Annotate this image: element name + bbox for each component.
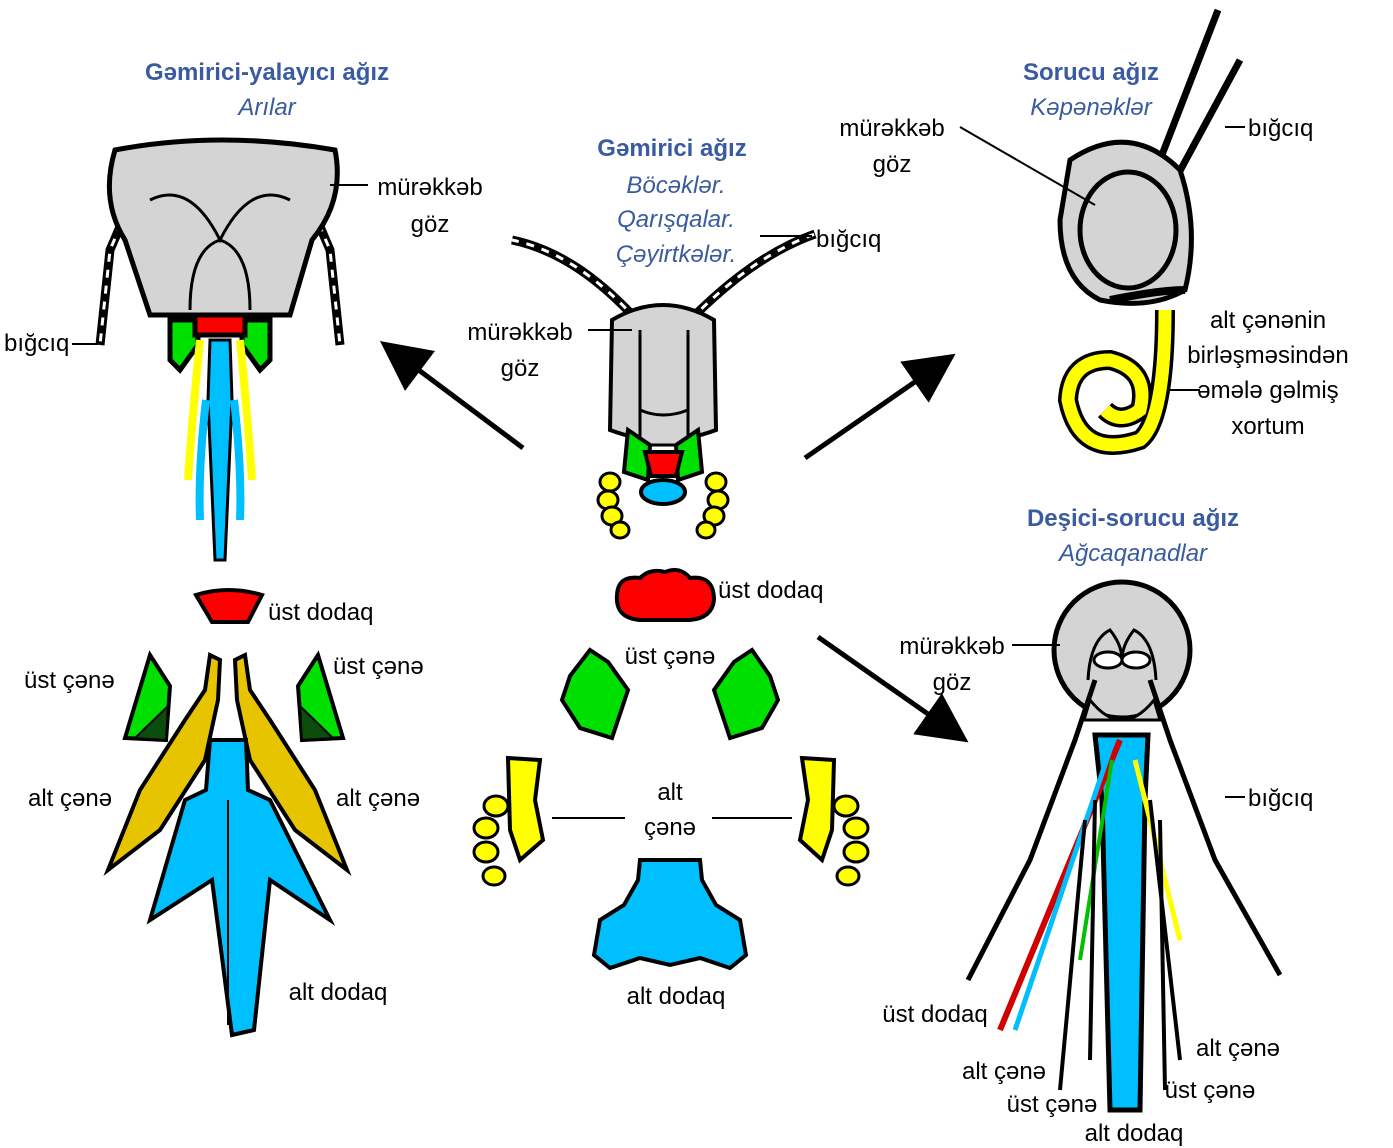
bee-maxilla-left-label: alt çənə bbox=[28, 785, 112, 812]
mosquito-eye-label-2: göz bbox=[933, 669, 972, 696]
center-subtitle-2: Qarışqalar. bbox=[617, 206, 735, 233]
bee-maxilla-right-label: alt çənə bbox=[336, 785, 420, 812]
center-mandible-label: üst çənə bbox=[625, 643, 716, 670]
butterfly-antenna-right bbox=[1175, 60, 1240, 180]
mosquito-antenna-right bbox=[1150, 680, 1280, 975]
bee-title: Gəmirici-yalayıcı ağız bbox=[145, 59, 389, 86]
center-labium-label: alt dodaq bbox=[627, 983, 726, 1010]
bee-mandible-left-label: üst çənə bbox=[24, 667, 115, 694]
bee-subtitle: Arılar bbox=[236, 94, 296, 121]
butterfly-proboscis-label-3: əmələ gəlmiş bbox=[1197, 377, 1338, 404]
bee-parts bbox=[108, 590, 347, 1035]
butterfly-antenna-label: bığcıq bbox=[1248, 115, 1313, 142]
center-eye-label-1: mürəkkəb bbox=[467, 319, 572, 346]
butterfly-eye-label-1: mürəkkəb bbox=[839, 115, 944, 142]
center-subtitle-3: Çəyirtkələr. bbox=[616, 241, 736, 268]
mosquito-labrum-label: üst dodaq bbox=[882, 1001, 987, 1028]
bee-mandible-right-label: üst çənə bbox=[333, 653, 424, 680]
butterfly-proboscis-label-1: alt çənənin bbox=[1210, 307, 1326, 334]
grasshopper-maxilla-right-part bbox=[800, 758, 834, 860]
grasshopper-palp-left bbox=[598, 473, 629, 538]
bee-glossa bbox=[208, 340, 232, 560]
mosquito-mandible-left bbox=[1015, 750, 1110, 1030]
bee-head bbox=[72, 140, 368, 560]
mosquito-head bbox=[968, 582, 1280, 1110]
mosquito-subtitle: Ağcaqanadlar bbox=[1057, 540, 1208, 567]
mosquito-eye-label-1: mürəkkəb bbox=[899, 633, 1004, 660]
grasshopper-labium bbox=[641, 480, 685, 504]
butterfly-proboscis-label-4: xortum bbox=[1231, 413, 1304, 440]
butterfly-proboscis-label-2: birləşməsindən bbox=[1187, 342, 1348, 369]
mosquito-maxilla-left-label: alt çənə bbox=[962, 1058, 1046, 1085]
grasshopper-maxilla-left-part bbox=[508, 758, 543, 860]
grasshopper-labrum bbox=[645, 452, 682, 476]
bee-labrum bbox=[195, 315, 245, 335]
butterfly-compound-eye bbox=[1080, 172, 1176, 288]
arrow-to-butterfly bbox=[805, 368, 935, 458]
grasshopper-mandible-right-part bbox=[714, 650, 778, 738]
center-labrum-label: üst dodaq bbox=[718, 577, 823, 604]
center-subtitle-1: Böcəklər. bbox=[626, 172, 725, 199]
butterfly-eye-label-2: göz bbox=[873, 151, 912, 178]
grasshopper-labrum-part bbox=[617, 570, 714, 620]
grasshopper-parts bbox=[474, 570, 868, 968]
center-maxilla-label-1: alt bbox=[657, 779, 683, 806]
bee-antenna-label: bığcıq bbox=[4, 330, 69, 357]
bee-labium-label: alt dodaq bbox=[289, 979, 388, 1006]
butterfly-antenna-left bbox=[1160, 10, 1218, 160]
grasshopper-mandible-left-part bbox=[562, 650, 628, 738]
grasshopper-palp-right bbox=[697, 473, 728, 538]
mosquito-mandible-right-label: üst çənə bbox=[1165, 1077, 1256, 1104]
mosquito-antenna-label: bığcıq bbox=[1248, 785, 1313, 812]
center-maxilla-label-2: çənə bbox=[644, 814, 696, 841]
mosquito-title: Deşici-sorucu ağız bbox=[1027, 505, 1239, 532]
butterfly-subtitle: Kəpənəklər bbox=[1030, 94, 1152, 121]
grasshopper-head bbox=[512, 234, 815, 538]
bee-eye-label-1: mürəkkəb bbox=[377, 174, 482, 201]
center-antenna-label: bığcıq bbox=[816, 226, 881, 253]
mosquito-labium-label: alt dodaq bbox=[1085, 1120, 1184, 1147]
center-title: Gəmirici ağız bbox=[597, 135, 746, 162]
mosquito-mandible-left-label: üst çənə bbox=[1007, 1091, 1098, 1118]
mosquito-maxilla-right-label: alt çənə bbox=[1196, 1035, 1280, 1062]
bee-labrum-part bbox=[196, 590, 262, 622]
bee-eye-label-2: göz bbox=[411, 211, 450, 238]
butterfly-title: Sorucu ağız bbox=[1023, 59, 1159, 86]
grasshopper-labium-part bbox=[594, 860, 746, 968]
mosquito-labium bbox=[1095, 735, 1148, 1110]
bee-labrum-label: üst dodaq bbox=[268, 599, 373, 626]
center-eye-label-2: göz bbox=[501, 355, 540, 382]
